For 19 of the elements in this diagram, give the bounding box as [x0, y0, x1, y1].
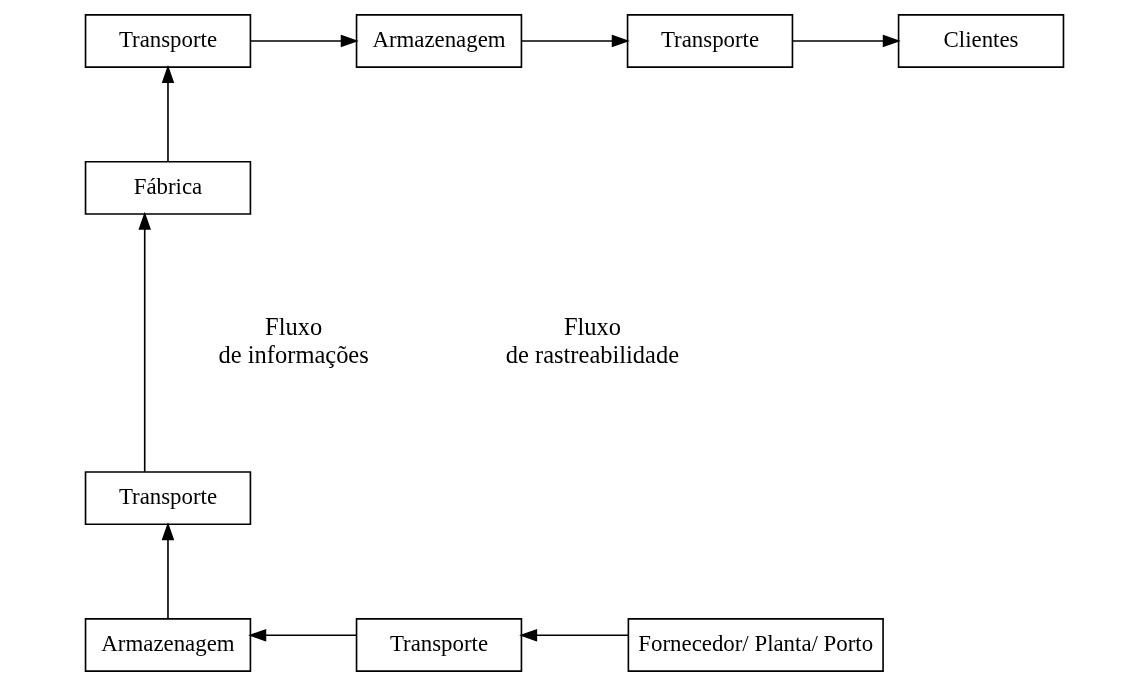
node-box: Clientes [897, 14, 1064, 68]
label: Fluxo de rastreabilidade [505, 312, 679, 368]
arrow [247, 628, 357, 642]
arrow [520, 34, 630, 48]
arrow [137, 211, 151, 473]
node-box: Transporte [84, 14, 251, 68]
arrow [161, 522, 174, 620]
node-box: Transporte [84, 471, 251, 526]
arrow [249, 34, 359, 48]
label: Fluxo de informações [218, 312, 369, 368]
arrow [161, 65, 174, 163]
node-box: Armazenagem [355, 14, 522, 68]
node-box: Fornecedor/ Planta/ Porto [627, 618, 884, 672]
node-box: Transporte [626, 14, 793, 68]
node-box: Armazenagem [84, 618, 251, 672]
arrow [518, 628, 629, 642]
node-box: Transporte [355, 618, 522, 672]
arrow [791, 34, 901, 48]
node-box: Fábrica [84, 160, 251, 215]
